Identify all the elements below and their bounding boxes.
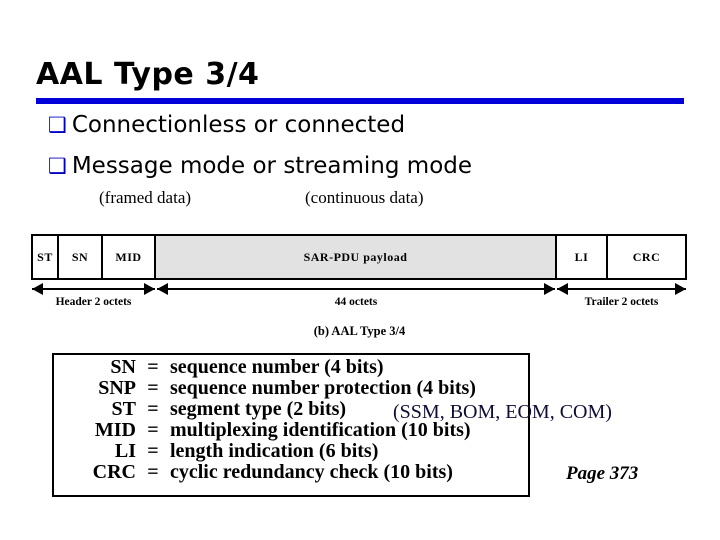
bullet-square-icon: ❑ <box>48 113 67 137</box>
arrow-left-icon <box>32 283 43 295</box>
measure-line <box>557 288 686 290</box>
sar-pdu-field-row: ST SN MID SAR-PDU payload LI CRC <box>31 234 687 280</box>
legend-table: SN = sequence number (4 bits) SNP = sequ… <box>54 357 528 483</box>
legend-description: sequence number (4 bits) <box>170 356 384 378</box>
legend-row: ST = segment type (2 bits) <box>54 399 528 420</box>
segment-type-values-annotation: (SSM, BOM, EOM, COM) <box>393 401 612 423</box>
pdu-cell-st: ST <box>33 236 59 278</box>
legend-abbr: LI <box>114 440 136 462</box>
sub-caption-continuous-data: (continuous data) <box>305 188 424 207</box>
measure-label: 44 octets <box>334 296 378 308</box>
figure-caption: (b) AAL Type 3/4 <box>313 324 406 338</box>
measure-label: Trailer 2 octets <box>584 296 659 308</box>
legend-abbr: SN <box>110 356 136 378</box>
pdu-cell-sn: SN <box>59 236 103 278</box>
legend-abbr: ST <box>111 398 136 420</box>
legend-row: SN = sequence number (4 bits) <box>54 357 528 378</box>
legend-abbr: MID <box>94 419 136 441</box>
title-underline-rule <box>36 98 684 104</box>
legend-abbr: SNP <box>98 377 136 399</box>
measure-line <box>157 288 555 290</box>
arrow-right-icon <box>144 283 155 295</box>
page-number-label: Page 373 <box>566 463 639 484</box>
legend-equals: = <box>147 356 159 378</box>
legend-equals: = <box>147 377 159 399</box>
bullet-label: Message mode or streaming mode <box>71 153 473 179</box>
legend-row: LI = length indication (6 bits) <box>54 441 528 462</box>
legend-description: cyclic redundancy check (10 bits) <box>170 461 453 483</box>
legend-description: sequence number protection (4 bits) <box>170 377 476 399</box>
legend-description: multiplexing identification (10 bits) <box>170 419 471 441</box>
sub-caption-framed-data: (framed data) <box>99 188 192 207</box>
legend-description: segment type (2 bits) <box>170 398 347 420</box>
arrow-left-icon <box>157 283 168 295</box>
legend-description: length indication (6 bits) <box>170 440 379 462</box>
arrow-left-icon <box>557 283 568 295</box>
measure-header-2-octets: Header 2 octets <box>32 281 155 315</box>
page-title: AAL Type 3/4 <box>36 57 260 92</box>
legend-row: CRC = cyclic redundancy check (10 bits) <box>54 462 528 483</box>
sar-pdu-figure: ST SN MID SAR-PDU payload LI CRC Header … <box>31 234 688 349</box>
pdu-measurement-band: Header 2 octets 44 octets Trailer 2 octe… <box>31 281 687 321</box>
measure-line <box>32 288 155 290</box>
legend-abbr: CRC <box>92 461 136 483</box>
legend-equals: = <box>147 440 159 462</box>
bullet-square-icon: ❑ <box>48 154 67 178</box>
legend-row: SNP = sequence number protection (4 bits… <box>54 378 528 399</box>
legend-row: MID = multiplexing identification (10 bi… <box>54 420 528 441</box>
bullet-label: Connectionless or connected <box>71 112 406 138</box>
pdu-cell-mid: MID <box>103 236 156 278</box>
bullet-item-message-mode: ❑ Message mode or streaming mode <box>48 155 472 178</box>
arrow-right-icon <box>675 283 686 295</box>
pdu-cell-crc: CRC <box>608 236 685 278</box>
legend-equals: = <box>147 419 159 441</box>
measure-trailer-2-octets: Trailer 2 octets <box>557 281 686 315</box>
measure-44-octets: 44 octets <box>157 281 555 315</box>
abbreviation-legend-box: SN = sequence number (4 bits) SNP = sequ… <box>52 353 530 497</box>
arrow-right-icon <box>544 283 555 295</box>
bullet-item-connectionless: ❑ Connectionless or connected <box>48 114 405 137</box>
legend-equals: = <box>147 398 159 420</box>
measure-label: Header 2 octets <box>55 296 132 308</box>
legend-equals: = <box>147 461 159 483</box>
pdu-cell-sar-pdu-payload: SAR-PDU payload <box>156 236 557 278</box>
pdu-cell-li: LI <box>557 236 608 278</box>
